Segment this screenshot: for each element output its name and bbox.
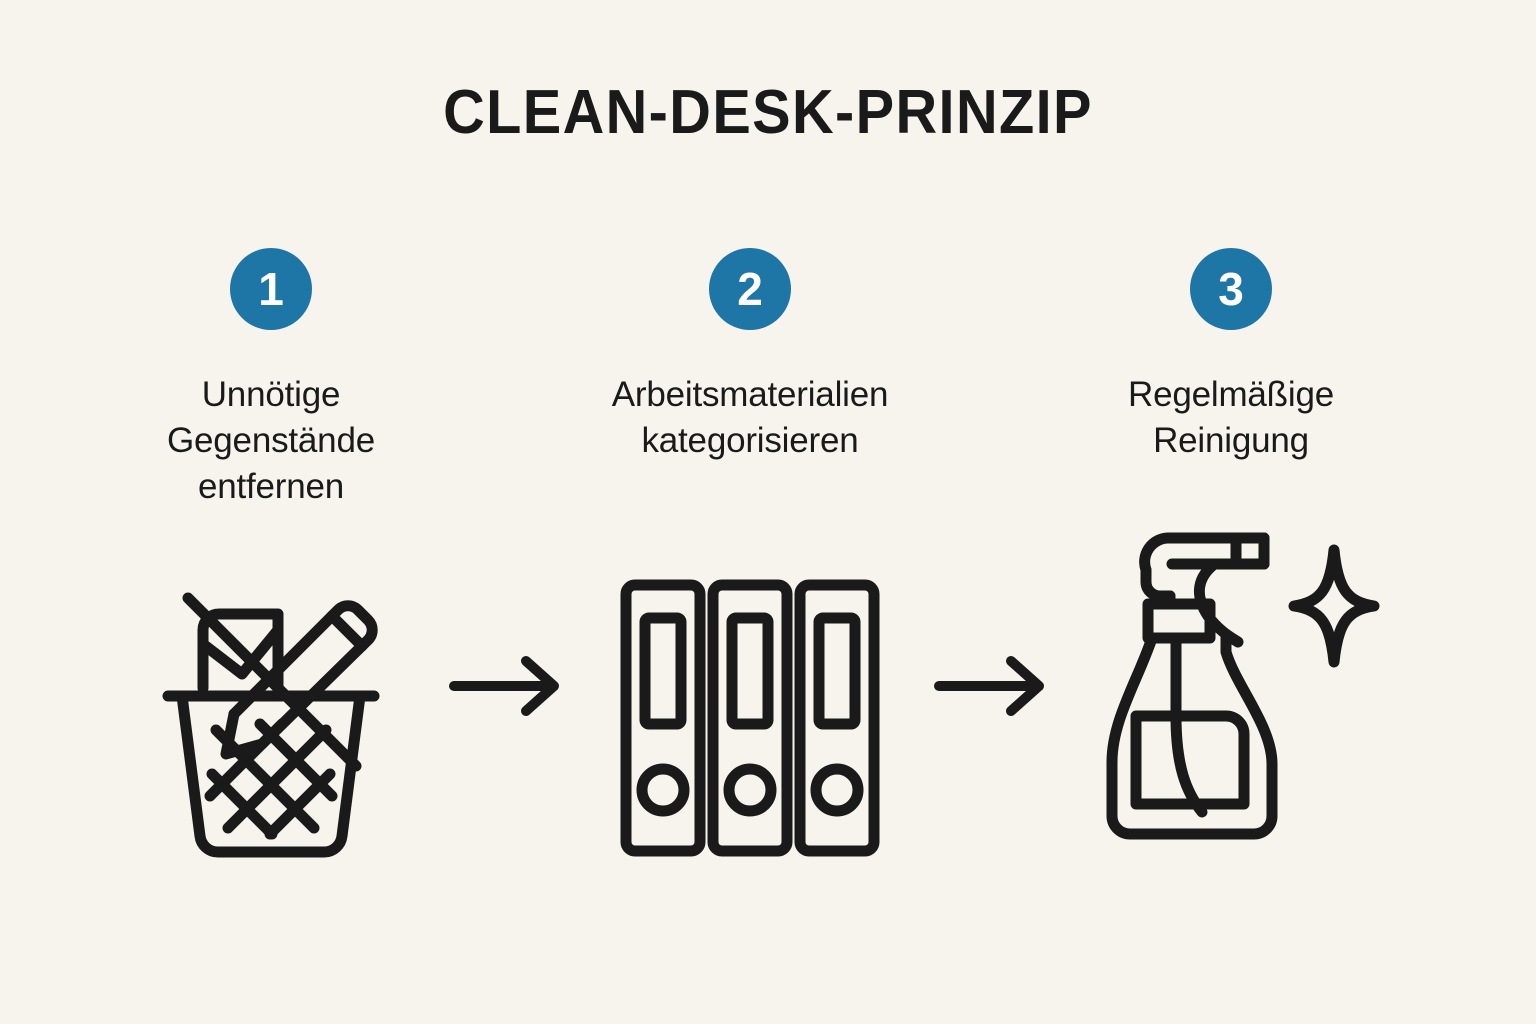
step-label-1: Unnötige Gegenstände entfernen	[167, 375, 375, 506]
step-icon-wrapper-1	[156, 538, 386, 868]
step-label-3: Regelmäßige Reinigung	[1128, 375, 1334, 460]
arrow-right-icon	[449, 656, 559, 716]
connector-arrow-2	[933, 655, 1053, 717]
step-column-1: 1 Unnötige Gegenstände entfernen	[61, 248, 481, 868]
connector-arrow-1	[448, 655, 568, 717]
step-label-2: Arbeitsmaterialien kategorisieren	[611, 375, 889, 460]
step-icon-wrapper-2	[619, 528, 881, 858]
step-column-2: 2 Arbeitsmaterialien kategorisieren	[540, 248, 960, 858]
page-title: CLEAN-DESK-PRINZIP	[443, 78, 1093, 147]
three-ring-binders-icon	[620, 579, 880, 857]
arrow-right-icon	[934, 656, 1044, 716]
step-icon-wrapper-3	[1086, 522, 1380, 852]
step-number-badge-2: 2	[709, 248, 791, 330]
step-column-3: 3 Regelmäßige Reinigung	[1021, 248, 1441, 852]
wastebasket-with-paper-and-pencil-icon	[162, 592, 380, 858]
spray-bottle-with-sparkle-icon	[1106, 532, 1380, 840]
step-number-badge-1: 1	[230, 248, 312, 330]
step-number-badge-3: 3	[1190, 248, 1272, 330]
